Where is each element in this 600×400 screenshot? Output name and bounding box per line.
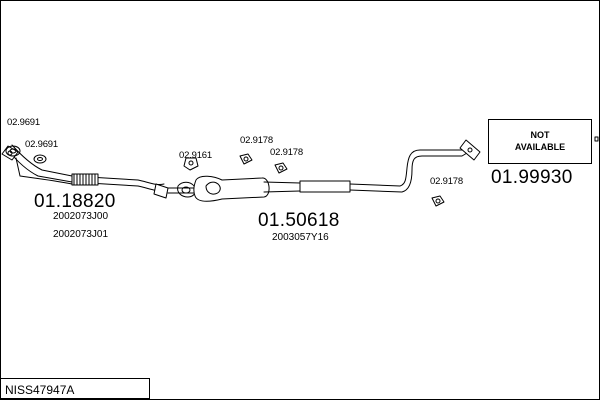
gasket-small [183,157,199,171]
hanger-2-label: 02.9178 [270,147,303,158]
diagram-code-box: NISS47947A [0,378,150,399]
middle-silencer [167,175,301,202]
gasket-ring-3 [177,181,197,198]
front-part-number: 01.18820 [34,191,116,212]
hanger-3-label: 02.9178 [430,176,463,187]
middle-ref-1: 2003057Y16 [272,232,329,243]
not-available-box: NOT AVAILABLE [488,119,592,164]
hanger-1 [239,153,253,165]
hanger-2 [274,162,288,174]
gasket-1-label: 02.9691 [7,117,40,128]
gasket-3-label: 02.9161 [179,150,212,161]
hanger-1-label: 02.9178 [240,135,273,146]
tailpipe-connector [594,136,599,142]
front-ref-1: 2002073J00 [53,211,109,222]
diagram-code-label: NISS47947A [5,383,75,397]
gasket-ring-2 [33,154,47,164]
gasket-2-label: 02.9691 [25,139,58,150]
middle-part-number: 01.50618 [258,210,340,231]
intermediate-pipe [299,139,481,193]
gasket-ring-1 [5,145,21,157]
rear-part-number: 01.99930 [491,167,573,188]
hanger-3 [431,195,445,207]
flex-section [71,173,99,186]
front-ref-2: 2002073J01 [53,229,109,240]
not-available-label: NOT AVAILABLE [514,130,566,152]
